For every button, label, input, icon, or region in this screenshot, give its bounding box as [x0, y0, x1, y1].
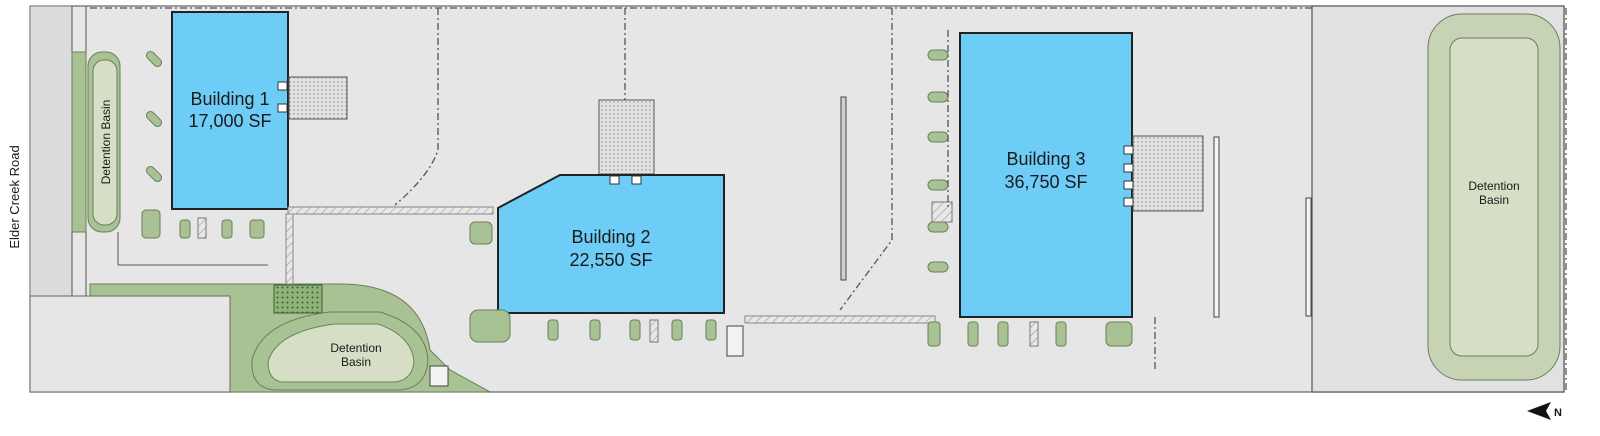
north-arrow-icon: N: [1527, 402, 1562, 420]
building-3: [959, 32, 1133, 318]
building1-walkway: [197, 217, 207, 239]
right-basin-label-line1: Detention: [1468, 179, 1519, 193]
building2-parking-islands: [469, 221, 717, 343]
bioswale-planter: [273, 284, 323, 314]
building-2-area: 22,550 SF: [569, 250, 652, 270]
building-3-loading-dock: [1132, 135, 1204, 212]
southwest-pad: [29, 295, 231, 393]
building-1-dock-door: [277, 103, 288, 113]
median-strip: [1213, 136, 1220, 318]
building-1-name: Building 1: [190, 89, 269, 109]
bottom-basin-label-line1: Detention: [330, 341, 381, 355]
fence-line: [839, 8, 893, 311]
building-3-area: 36,750 SF: [1004, 172, 1087, 192]
building-1-dock-door: [277, 81, 288, 91]
building-2-walkway: [649, 319, 659, 343]
building-1-loading-dock: [288, 76, 348, 120]
building1-parking-islands: [141, 50, 265, 239]
building-2-equipment-pad: [726, 325, 744, 357]
building-2-dock-door: [609, 175, 620, 185]
building-3-dock-doors: [1123, 145, 1134, 207]
road-label: Elder Creek Road: [7, 145, 22, 248]
building-3-walkway: [1029, 321, 1039, 347]
building-2-dock-door: [631, 175, 642, 185]
north-arrow-letter: N: [1554, 407, 1562, 419]
building3-parking-islands: [927, 49, 1133, 347]
building-2-name: Building 2: [571, 227, 650, 247]
building-3-walkway-west: [931, 201, 953, 223]
median-strip: [1305, 197, 1312, 317]
left-basin: [92, 59, 118, 226]
road-frontage-strip: [29, 5, 73, 297]
median-strip: [840, 96, 847, 281]
right-basin: [1449, 37, 1539, 357]
left-basin-label: Detention Basin: [99, 100, 113, 185]
pedestrian-walkway-1b: [285, 213, 294, 285]
building-2-loading-dock: [598, 99, 655, 175]
bottom-basin-label-line2: Basin: [341, 355, 371, 369]
building-2: [497, 174, 725, 314]
right-basin-label-line2: Basin: [1479, 193, 1509, 207]
left-landscape-strip: [71, 51, 87, 233]
building-1-area: 17,000 SF: [188, 111, 271, 131]
pedestrian-walkway-2: [744, 315, 936, 324]
pedestrian-walkway-1: [287, 206, 494, 215]
fence-line: [394, 8, 439, 206]
building-1: [171, 11, 289, 210]
trash-enclosure: [429, 365, 449, 387]
bottom-basin: [267, 323, 415, 383]
building-3-name: Building 3: [1006, 149, 1085, 169]
